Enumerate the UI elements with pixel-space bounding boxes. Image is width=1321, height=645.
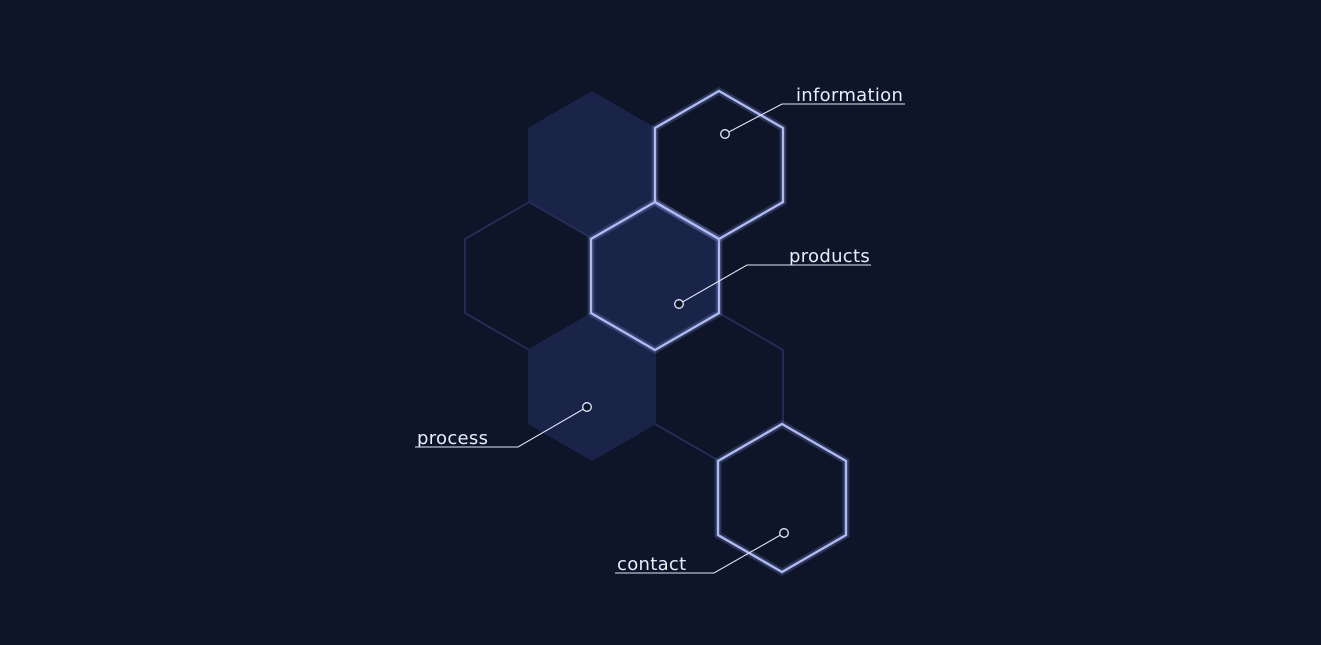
nav-link-products[interactable]: products [674, 246, 871, 309]
nav-label-contact[interactable]: contact [617, 554, 686, 575]
nav-link-process[interactable]: process [415, 402, 592, 449]
nav-label-process[interactable]: process [417, 428, 488, 449]
node-dot-information [720, 129, 730, 139]
leader-line-products [678, 264, 871, 305]
nav-label-products[interactable]: products [789, 246, 870, 267]
hex-cell-products [591, 202, 719, 350]
nav-link-contact[interactable]: contact [615, 528, 789, 575]
node-dot-process [582, 402, 592, 412]
leader-line-process [415, 406, 588, 448]
nav-label-information[interactable]: information [796, 85, 903, 106]
leader-line-information [724, 103, 905, 135]
hex-cell-contact [716, 422, 848, 574]
hex-glow-contact [714, 419, 850, 577]
leader-line-contact [615, 532, 785, 574]
node-dot-contact [779, 528, 789, 538]
hex-cell-process [528, 313, 656, 461]
hex-cell-information [653, 89, 785, 241]
node-dot-products [674, 299, 684, 309]
hex-cell-top-left [528, 91, 656, 239]
nav-link-information[interactable]: information [720, 85, 905, 139]
